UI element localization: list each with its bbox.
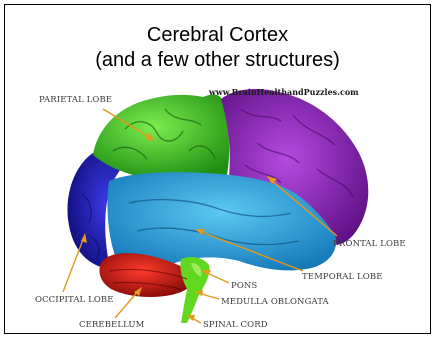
label-parietal-lobe: PARIETAL LOBE bbox=[39, 95, 112, 105]
label-spinal-cord: SPINAL CORD bbox=[203, 320, 268, 330]
label-frontal-lobe: FRONTAL LOBE bbox=[333, 239, 406, 249]
slide: Cerebral Cortex (and a few other structu… bbox=[4, 4, 431, 334]
label-medulla-oblongata: MEDULLA OBLONGATA bbox=[221, 297, 330, 307]
watermark-url: www.BrainHealthandPuzzles.com bbox=[208, 87, 359, 97]
parietal-lobe-region bbox=[93, 95, 229, 175]
label-cerebellum: CEREBELLUM bbox=[79, 320, 145, 330]
label-pons: PONS bbox=[231, 281, 257, 291]
pointer-occipital bbox=[63, 237, 84, 292]
brain-diagram: www.BrainHealthandPuzzles.com PARIETAL L… bbox=[5, 5, 431, 334]
label-occipital-lobe: OCCIPITAL LOBE bbox=[35, 295, 114, 305]
label-temporal-lobe: TEMPORAL LOBE bbox=[302, 272, 383, 282]
